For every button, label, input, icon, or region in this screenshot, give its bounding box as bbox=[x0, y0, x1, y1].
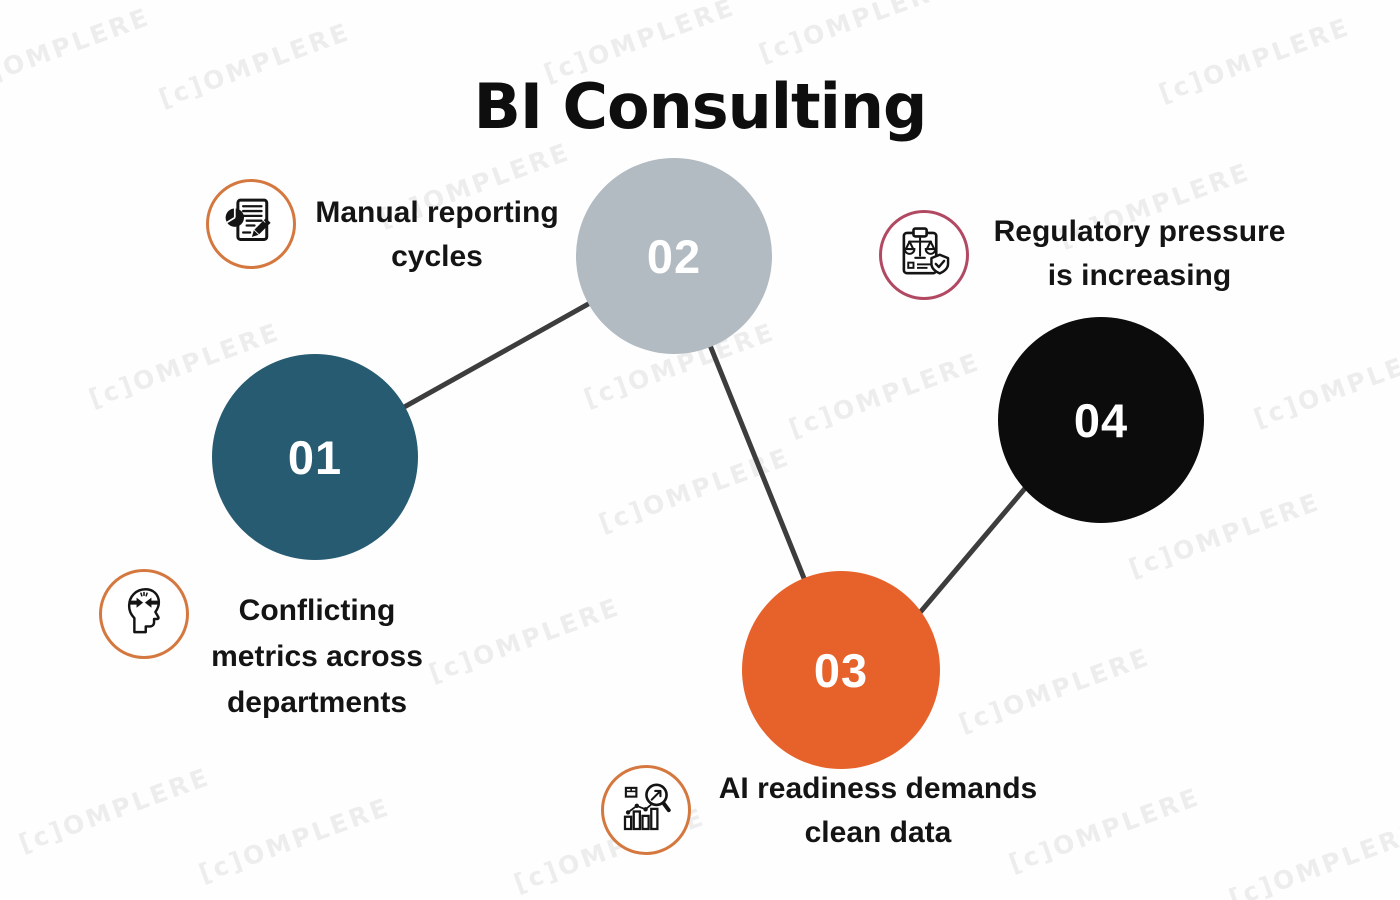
page-title: BI Consulting bbox=[473, 69, 928, 143]
regulatory-badge bbox=[879, 210, 969, 300]
node-circle-04: 04 bbox=[998, 317, 1204, 523]
label-line: AI readiness demands bbox=[718, 772, 1038, 805]
regulatory-compliance-icon bbox=[896, 225, 952, 286]
label-line: Manual reporting bbox=[315, 196, 559, 229]
label-line: Conflicting bbox=[238, 594, 396, 627]
label-line: is increasing bbox=[1047, 259, 1232, 292]
node-circle-03: 03 bbox=[742, 571, 940, 769]
data-analysis-icon bbox=[618, 780, 674, 841]
node-circle-01: 01 bbox=[212, 354, 418, 560]
node-circle-02: 02 bbox=[576, 158, 772, 354]
callout-label-manual-reporting: Manual reporting cycles bbox=[272, 191, 602, 279]
node-number: 01 bbox=[287, 430, 343, 484]
data-badge bbox=[601, 765, 691, 855]
label-line: Regulatory pressure bbox=[993, 215, 1286, 248]
callout-label-conflicting-metrics: Conflicting metrics across departments bbox=[162, 588, 472, 726]
conflict-badge bbox=[99, 569, 189, 659]
callout-label-ai-readiness: AI readiness demands clean data bbox=[697, 767, 1059, 855]
label-line: cycles bbox=[391, 240, 483, 273]
node-number: 04 bbox=[1073, 393, 1129, 447]
label-line: metrics across bbox=[211, 640, 423, 673]
report-badge bbox=[206, 179, 296, 269]
label-line: departments bbox=[226, 686, 408, 719]
node-number: 03 bbox=[813, 643, 869, 697]
callout-label-regulatory-pressure: Regulatory pressure is increasing bbox=[972, 210, 1307, 298]
node-number: 02 bbox=[646, 229, 702, 283]
conflict-head-icon bbox=[116, 584, 172, 645]
label-line: clean data bbox=[804, 816, 952, 849]
report-document-icon bbox=[223, 194, 279, 255]
